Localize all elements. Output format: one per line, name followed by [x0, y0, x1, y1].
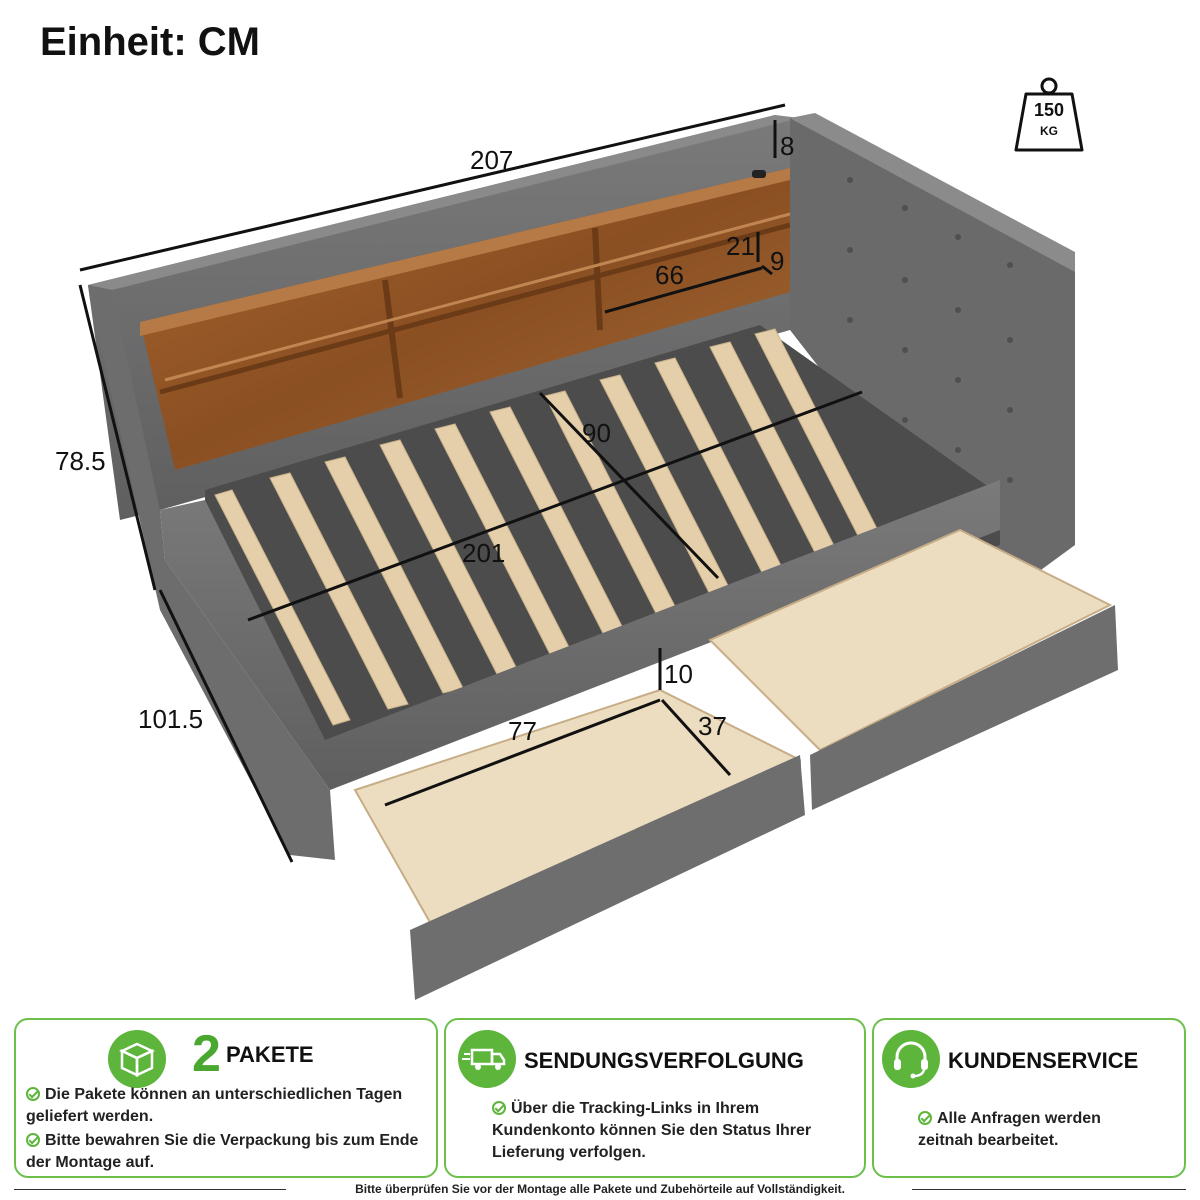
inner-frame — [205, 325, 1000, 755]
dimension-lines — [78, 103, 863, 863]
check-icon — [918, 1111, 932, 1125]
weight-unit: KG — [1040, 124, 1058, 138]
info-card-packages: 2 PAKETE Die Pakete können an unterschie… — [14, 1018, 438, 1178]
dim-drawer-depth: 37 — [698, 711, 727, 741]
service-bullet-1: Alle Anfragen werden zeitnah bearbeitet. — [918, 1110, 1101, 1149]
info-card-service: KUNDENSERVICE Alle Anfragen werden zeitn… — [872, 1018, 1186, 1178]
dim-width: 90 — [582, 418, 611, 448]
package-count: 2 — [192, 1025, 221, 1083]
dim-total-length: 207 — [470, 145, 514, 175]
delivery-truck-icon — [458, 1030, 516, 1088]
footer-note: Bitte überprüfen Sie vor der Montage all… — [355, 1182, 845, 1196]
headset-icon — [882, 1030, 940, 1088]
side-panel-tufted — [790, 113, 1075, 600]
packages-title: PAKETE — [226, 1042, 314, 1067]
storage-shelf — [140, 168, 791, 470]
dim-drawer-length: 77 — [508, 716, 537, 746]
slats — [214, 328, 894, 726]
dim-headboard-top: 8 — [780, 131, 795, 161]
check-icon — [492, 1101, 506, 1115]
packages-bullet-2: Bitte bewahren Sie die Verpackung bis zu… — [26, 1132, 419, 1171]
dim-slat-length: 201 — [462, 538, 506, 568]
dim-depth: 101.5 — [138, 704, 204, 734]
unit-label: Einheit: CM — [40, 20, 260, 64]
weight-value: 150 — [1033, 100, 1065, 120]
dim-shelf-height: 21 — [726, 231, 755, 261]
tracking-bullet-1: Über die Tracking-Links in Ihrem Kundenk… — [492, 1100, 812, 1161]
service-title: KUNDENSERVICE — [948, 1048, 1139, 1073]
left-armrest — [88, 285, 335, 860]
drawer-left — [353, 688, 805, 1000]
weight-icon — [1014, 77, 1084, 152]
drawer-right — [708, 528, 1118, 810]
info-card-tracking: SENDUNGSVERFOLGUNG Über die Tracking-Lin… — [444, 1018, 866, 1178]
dim-height: 78.5 — [55, 446, 106, 476]
usb-port-icon — [752, 170, 766, 178]
check-icon — [26, 1133, 40, 1147]
footer-divider-right — [912, 1189, 1186, 1190]
packages-bullet-1: Die Pakete können an unterschiedlichen T… — [26, 1086, 403, 1125]
daybed-illustration — [78, 103, 1118, 1000]
tracking-title: SENDUNGSVERFOLGUNG — [524, 1048, 804, 1073]
dim-shelf-width: 66 — [655, 260, 684, 290]
footer-divider-left — [14, 1189, 286, 1190]
check-icon — [26, 1087, 40, 1101]
package-box-icon — [108, 1030, 166, 1088]
weight-capacity-badge: 150 KG — [1012, 76, 1086, 154]
dim-drawer-height: 10 — [664, 659, 693, 689]
dim-shelf-depth: 9 — [770, 246, 785, 276]
